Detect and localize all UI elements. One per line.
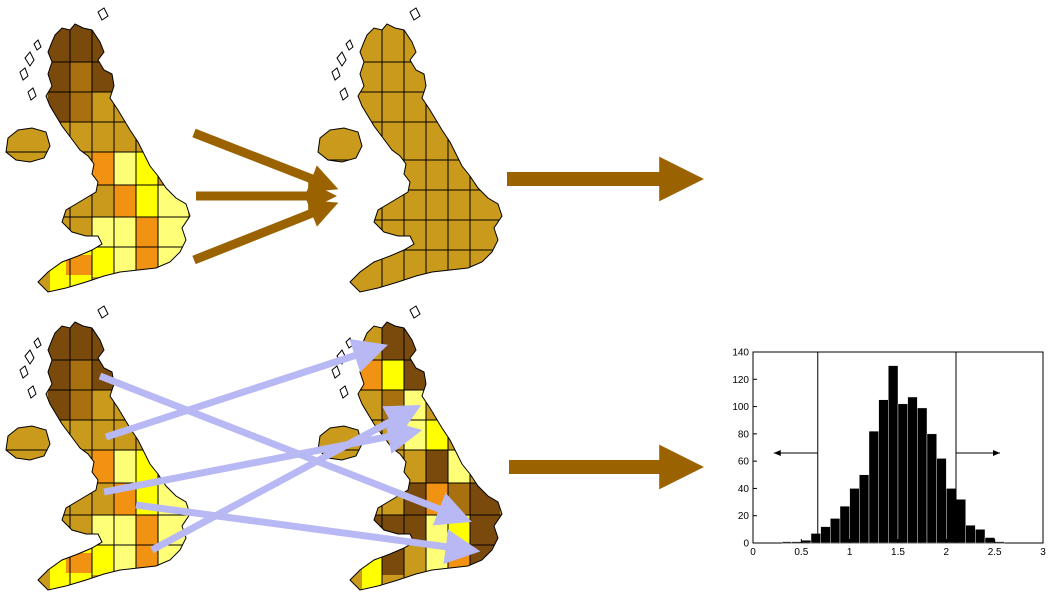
histogram-bar	[791, 541, 802, 544]
histogram-bar	[946, 488, 957, 544]
histogram-bar	[975, 529, 986, 544]
x-tick-label: 3	[1040, 547, 1046, 558]
permutation-histogram: 0 0.5 1 1.5 2 2.5 3 0 20 40 60 80 100 120 140	[732, 348, 1046, 559]
histogram-bar	[859, 474, 870, 544]
histogram-bar	[936, 458, 947, 544]
histogram-axes: 0 0.5 1 1.5 2 2.5 3 0 20 40 60 80 100 120 140	[732, 348, 1046, 559]
result-arrows	[507, 156, 704, 490]
swap-arrow-2	[104, 338, 388, 441]
histogram-bar	[801, 540, 812, 544]
aggregation-arrows	[192, 128, 339, 265]
y-tick-label: 100	[732, 402, 749, 413]
histogram-bars	[781, 365, 1005, 544]
map-top-middle	[317, 7, 503, 293]
histogram-bar	[839, 505, 850, 544]
y-tick-label: 0	[743, 539, 749, 550]
histogram-bar	[878, 399, 889, 544]
x-tick-label: 1	[847, 547, 853, 558]
histogram-bar	[994, 541, 1005, 544]
histogram-bar	[926, 433, 937, 544]
x-tick-label: 0	[750, 547, 756, 558]
y-tick-label: 80	[738, 429, 750, 440]
x-tick-label: 2	[944, 547, 950, 558]
histogram-bar	[868, 430, 879, 544]
histogram-bar	[849, 488, 860, 544]
histogram-bar	[810, 533, 821, 544]
tail-arrow-head	[773, 449, 781, 456]
swap-arrow-1	[98, 372, 472, 526]
histogram-bar	[907, 396, 918, 544]
y-tick-label: 60	[738, 457, 750, 468]
y-tick-label: 20	[738, 511, 750, 522]
permutation-arrows	[98, 338, 481, 565]
histogram-bar	[955, 499, 966, 544]
histogram-bar	[781, 541, 792, 544]
histogram-bar	[917, 407, 928, 544]
map-top-left	[5, 7, 191, 293]
histogram-bar	[830, 518, 841, 544]
y-tick-label: 120	[732, 375, 749, 386]
y-tick-label: 40	[738, 484, 750, 495]
x-tick-label: 0.5	[794, 547, 808, 558]
threshold-markers	[773, 352, 1000, 543]
histogram-bar	[888, 365, 899, 544]
aggregation-arrow-lower	[192, 199, 339, 265]
y-tick-label: 140	[732, 348, 749, 359]
histogram-bar	[984, 537, 995, 544]
map-bottom-left	[5, 305, 191, 591]
tail-arrow-head	[993, 449, 1000, 456]
histogram-bar	[897, 403, 908, 544]
x-tick-label: 2.5	[988, 547, 1002, 558]
swap-arrow-4	[135, 501, 481, 565]
histogram-bar	[965, 525, 976, 544]
histogram-bar	[820, 526, 831, 544]
aggregation-arrow-upper	[192, 128, 339, 193]
swap-arrow-5	[150, 405, 422, 554]
swap-arrow-3	[103, 419, 423, 496]
x-tick-label: 1.5	[891, 547, 905, 558]
